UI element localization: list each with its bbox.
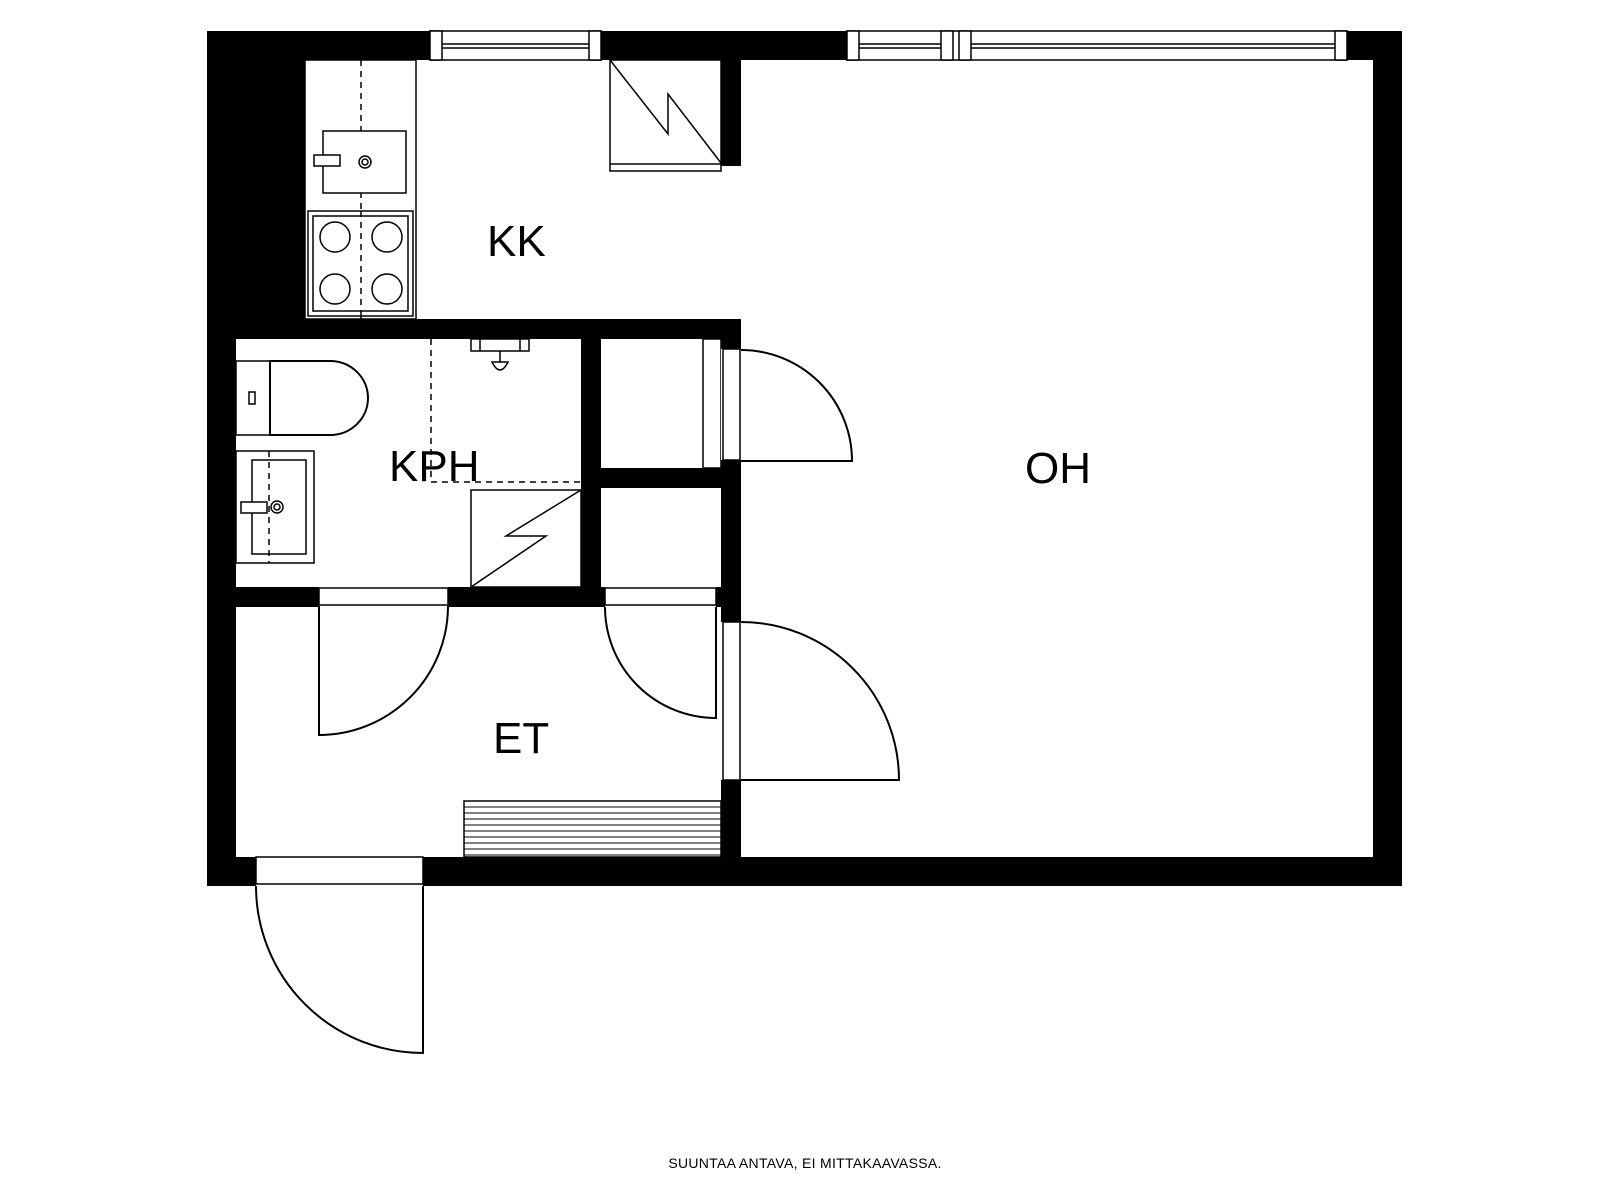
bathroom-sink-icon xyxy=(235,450,315,564)
toilet-icon xyxy=(235,360,369,436)
door-entry-to-living xyxy=(721,621,901,781)
door-bathroom xyxy=(318,587,449,737)
room-label-kph: KPH xyxy=(389,442,479,491)
door-closet-to-living xyxy=(721,348,854,462)
shoe-rack xyxy=(463,800,722,858)
closet-upper xyxy=(702,338,722,469)
room-label-kk: KK xyxy=(487,217,546,266)
closet-lower xyxy=(601,488,721,587)
room-label-et: ET xyxy=(493,714,549,763)
stove-icon xyxy=(307,210,414,317)
window-living-room xyxy=(846,30,1348,61)
door-closet-lower xyxy=(604,587,717,720)
refrigerator-icon xyxy=(609,59,722,172)
shower-icon xyxy=(430,338,581,483)
disclaimer-note: SUUNTAA ANTAVA, EI MITTAKAAVASSA. xyxy=(668,1155,941,1171)
window-kitchen xyxy=(429,30,602,61)
door-front-entrance xyxy=(255,856,424,1055)
kitchen-sink-icon xyxy=(313,130,407,194)
room-label-oh: OH xyxy=(1025,444,1091,493)
washing-machine-icon xyxy=(470,489,582,588)
exterior-walls xyxy=(207,31,1402,886)
